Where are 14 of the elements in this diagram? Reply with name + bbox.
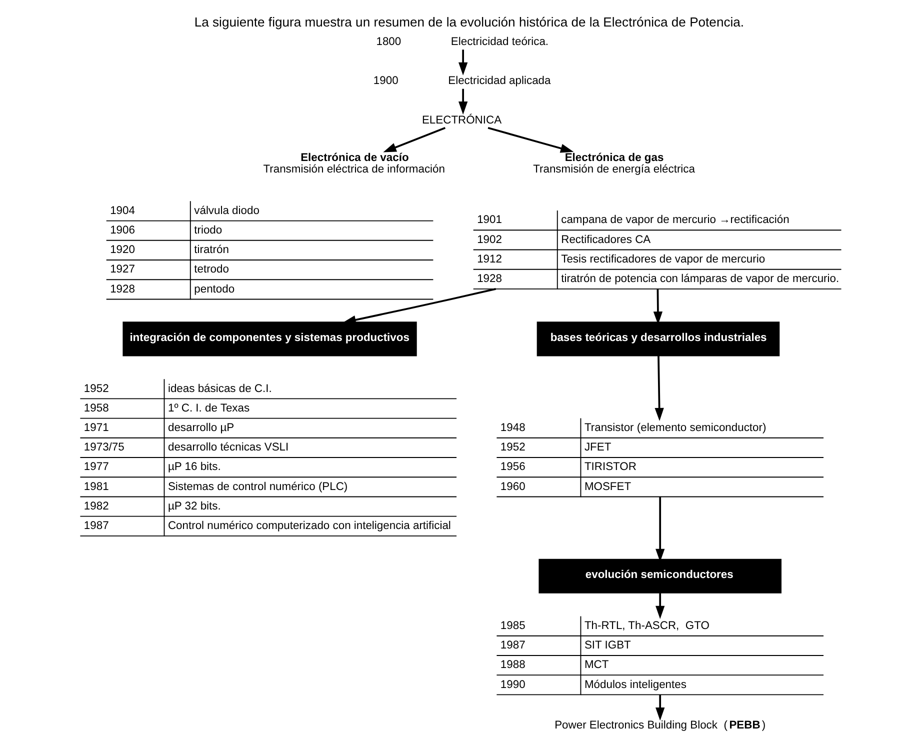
node-text: ELECTRÓNICA — [421, 114, 502, 126]
node-text: Electrónica de vacío Transmisión eléctrica de información — [262, 152, 444, 176]
node-label: 1900 — [372, 75, 398, 88]
node-text: 1904 válvula diodo 1906 triodo 1920 tiratrón 1927 tetrodo 1928 pentodo — [110, 204, 259, 296]
node-text: 1985 Th-RTL, Th-ASCR, GTO 1987 SIT IGBT 1988 MCT 1990 Módulos inteligentes — [500, 620, 709, 691]
node-text: 1948 Transistor (elemento semiconductor) 1952 JFET 1956 TIRISTOR 1960 MOSFET — [500, 422, 766, 493]
node-text: 1901 campana de vapor de mercurio →rectificación 1902 Rectificadores CA 1912 Tesis rectificadores de vapor de mercurio 1928 tiratrón de potencia con lámparas de vapor de mercurio. — [476, 214, 839, 286]
node-label: 1800 — [376, 36, 401, 48]
node-text: 1952 ideas básicas de C.I. 1958 1º C. I. de Texas 1971 desarrollo µP 1973/75 desarrollo técnicas VSLI 1977 µP 16 bits. 1981 Sistemas de control numérico (PLC) 1982 µP 32 bits. 1987 Control numérico computerizado con inteligencia artificial — [83, 382, 450, 532]
node-text: Electricidad teórica. — [450, 36, 548, 48]
node-text: Electrónica de gas Transmisión de energía eléctrica — [532, 152, 694, 176]
node-text: Electricidad aplicada — [448, 75, 550, 88]
node-text: Power Electronics Building Block (PEBB) — [554, 719, 766, 732]
diagram-title: La siguiente figura muestra un resumen de la evolución histórica de la Electrónica de Potencia. — [194, 14, 744, 30]
